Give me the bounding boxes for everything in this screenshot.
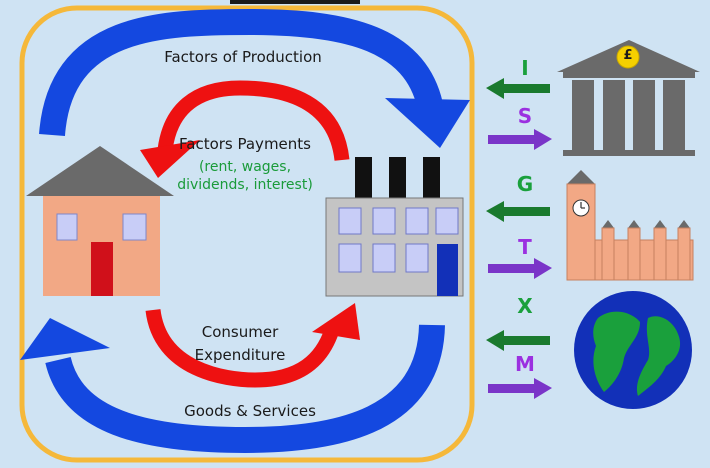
letter-i: I xyxy=(521,56,529,80)
parliament-icon xyxy=(566,170,694,281)
consumer-expenditure-label-line2: Expenditure xyxy=(194,346,286,364)
factors-of-production-label: Factors of Production xyxy=(164,48,322,66)
factors-payments-label: Factors Payments xyxy=(179,135,311,153)
cropped-title-fragment xyxy=(230,0,360,4)
injection-arrow-i xyxy=(486,78,550,99)
pound-symbol: £ xyxy=(623,48,633,63)
withdrawal-arrow-m xyxy=(488,378,552,399)
factory-icon xyxy=(325,157,464,297)
letter-s: S xyxy=(517,104,533,128)
letter-m: M xyxy=(515,352,535,376)
injection-arrow-g xyxy=(486,201,550,222)
injection-arrow-x xyxy=(486,330,550,351)
letter-x: X xyxy=(517,294,533,318)
globe-icon xyxy=(574,291,692,409)
bank-icon xyxy=(557,40,700,156)
withdrawal-arrow-s xyxy=(488,129,552,150)
factors-payments-detail-line1: (rent, wages, xyxy=(198,159,292,175)
withdrawal-arrow-t xyxy=(488,258,552,279)
goods-and-services-arrow xyxy=(20,318,445,454)
goods-and-services-label: Goods & Services xyxy=(184,402,316,420)
factors-payments-arrow xyxy=(140,80,350,178)
house-icon xyxy=(26,146,174,296)
factors-payments-detail-line2: dividends, interest) xyxy=(177,177,313,193)
letter-g: G xyxy=(516,172,534,196)
letter-t: T xyxy=(518,235,532,259)
economy-boundary xyxy=(19,5,475,463)
factors-of-production-arrow xyxy=(39,8,470,148)
consumer-expenditure-label-line1: Consumer xyxy=(201,323,279,341)
consumer-expenditure-arrow xyxy=(145,303,360,388)
